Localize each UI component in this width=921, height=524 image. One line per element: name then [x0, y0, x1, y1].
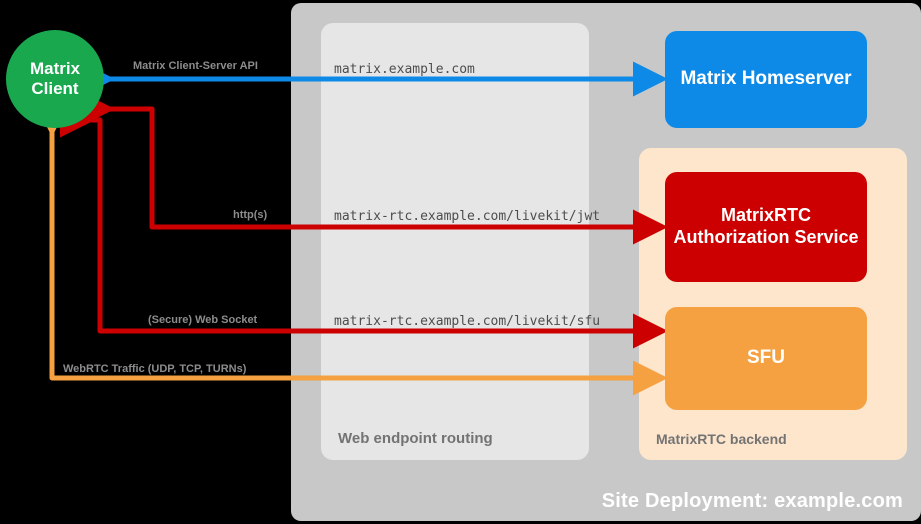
endpoint-url-matrix: matrix.example.com: [334, 62, 475, 77]
web-endpoint-routing-container: Web endpoint routing: [321, 23, 589, 460]
connector-label-webrtc-traffic: WebRTC Traffic (UDP, TCP, TURNs): [63, 363, 247, 375]
connector-label-matrix-client-server-api: Matrix Client-Server API: [133, 60, 258, 72]
node-matrix-client-line1: Matrix: [29, 59, 81, 79]
node-matrix-homeserver[interactable]: Matrix Homeserver: [665, 31, 867, 128]
web-endpoint-routing-label: Web endpoint routing: [338, 430, 493, 447]
node-matrix-client[interactable]: Matrix Client: [6, 30, 104, 128]
node-matrixrtc-authorization-service[interactable]: MatrixRTC Authorization Service: [665, 172, 867, 282]
node-sfu[interactable]: SFU: [665, 307, 867, 410]
connector-label-https: http(s): [233, 209, 268, 221]
endpoint-url-livekit-jwt: matrix-rtc.example.com/livekit/jwt: [334, 209, 601, 224]
connector-label-web-socket: (Secure) Web Socket: [148, 314, 258, 326]
endpoint-url-livekit-sfu: matrix-rtc.example.com/livekit/sfu: [334, 314, 601, 329]
site-deployment-label: Site Deployment: example.com: [601, 490, 903, 512]
node-matrix-client-line2: Client: [31, 79, 79, 98]
matrixrtc-backend-label: MatrixRTC backend: [656, 431, 787, 447]
